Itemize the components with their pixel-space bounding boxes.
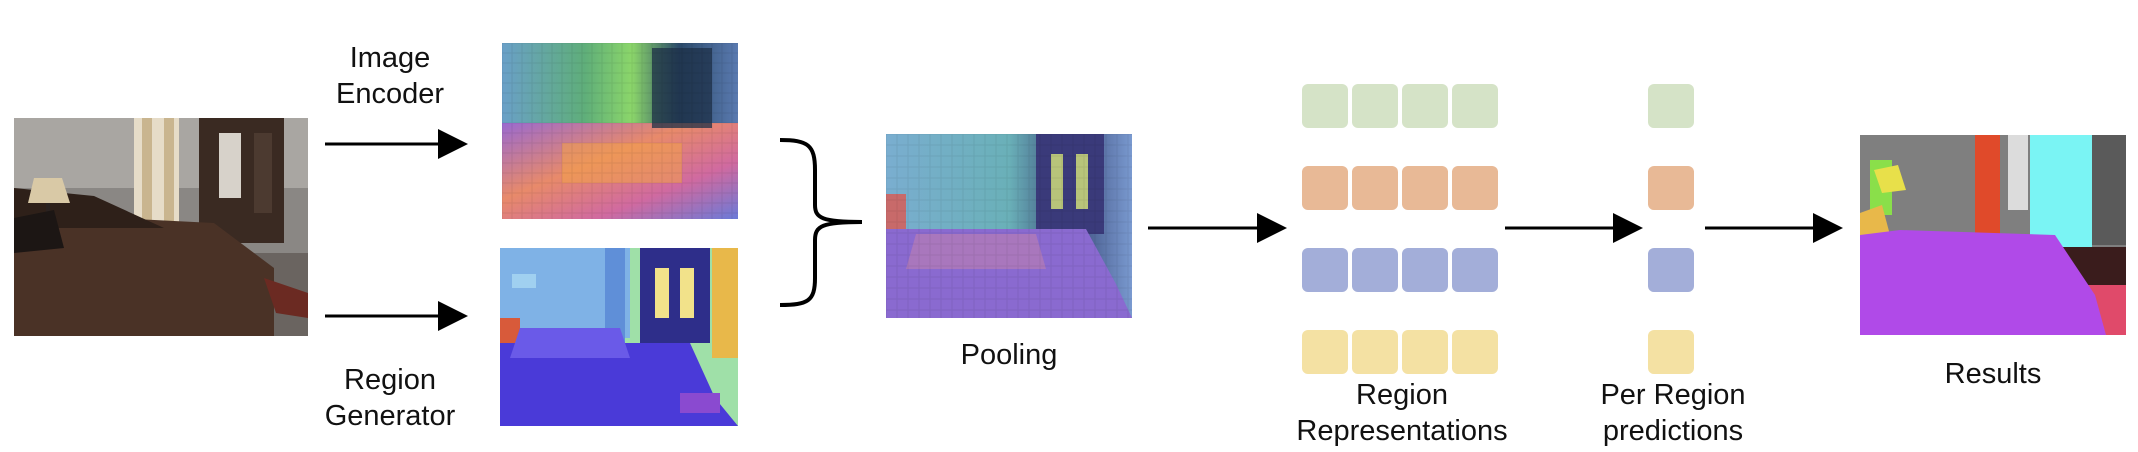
per-region-predictions-label: Per Region predictions bbox=[1563, 377, 1783, 449]
region-representation-cell bbox=[1302, 330, 1348, 374]
region-representation-cell bbox=[1302, 166, 1348, 210]
region-representations-label-line2: Representations bbox=[1296, 415, 1508, 447]
per-region-predictions-column bbox=[1648, 84, 1698, 374]
pooling-label: Pooling bbox=[960, 339, 1058, 371]
region-generator-label: Region Generator bbox=[290, 362, 490, 434]
per-region-predictions-label-line2: predictions bbox=[1602, 415, 1744, 447]
region-representation-cell bbox=[1352, 248, 1398, 292]
region-segmentation-map bbox=[500, 248, 738, 426]
input-bedroom-photo bbox=[14, 118, 308, 336]
region-representation-cell bbox=[1352, 84, 1398, 128]
results-label: Results bbox=[1944, 358, 2042, 390]
per-region-predictions-label-line1: Per Region bbox=[1600, 379, 1746, 411]
encoder-feature-map bbox=[502, 43, 738, 219]
image-encoder-label-line2: Encoder bbox=[335, 78, 444, 110]
region-prediction-cell bbox=[1648, 84, 1694, 128]
pooled-feature-map bbox=[886, 134, 1132, 318]
region-prediction-cell bbox=[1648, 166, 1694, 210]
region-representation-cell bbox=[1402, 248, 1448, 292]
result-segmentation-map bbox=[1860, 135, 2126, 335]
region-prediction-cell bbox=[1648, 330, 1694, 374]
region-generator-label-line2: Generator bbox=[324, 400, 456, 432]
region-representation-cell bbox=[1352, 166, 1398, 210]
region-representation-cell bbox=[1352, 330, 1398, 374]
image-encoder-label: Image Encoder bbox=[290, 40, 490, 112]
region-representation-cell bbox=[1452, 84, 1498, 128]
region-representations-label-line1: Region bbox=[1356, 379, 1448, 411]
region-representation-cell bbox=[1402, 84, 1448, 128]
region-generator-label-line1: Region bbox=[344, 364, 436, 396]
region-representation-cell bbox=[1452, 330, 1498, 374]
region-representation-cell bbox=[1302, 248, 1348, 292]
region-representation-cell bbox=[1302, 84, 1348, 128]
region-representation-cell bbox=[1452, 248, 1498, 292]
region-representation-cell bbox=[1402, 330, 1448, 374]
region-representation-cell bbox=[1452, 166, 1498, 210]
merge-brace bbox=[779, 138, 863, 307]
region-representation-cell bbox=[1402, 166, 1448, 210]
image-encoder-label-line1: Image bbox=[349, 42, 431, 74]
region-prediction-cell bbox=[1648, 248, 1694, 292]
region-representations-grid bbox=[1302, 84, 1502, 374]
region-representations-label: Region Representations bbox=[1270, 377, 1534, 449]
